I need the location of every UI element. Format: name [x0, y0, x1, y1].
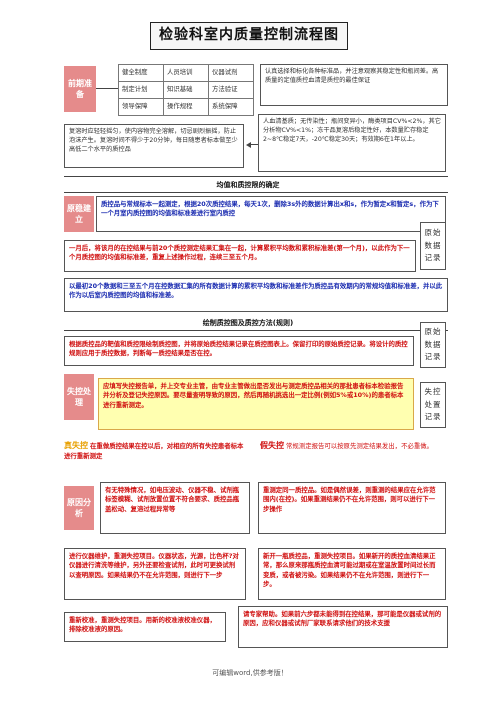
- connector-line: [250, 144, 258, 145]
- prep-grid-cell: 方法验证: [208, 81, 254, 99]
- divider: [64, 330, 448, 331]
- step3-left-box: 进行仪器维护，重测失控项目。仪器状态，光源，比色杯?对仪器进行清洗等维护，另外还…: [64, 548, 246, 600]
- true-out-of-control: 真失控 在重做质控结果在控以后，对相应的所有失控患者标本进行重新测定: [64, 440, 244, 476]
- step3-left-text: 进行仪器维护，重测失控项目。仪器状态，光源，比色杯?对仪器进行清洗等维护，另外还…: [69, 552, 239, 579]
- prep-right-text: 认真选择和标化各种标准品，并注意观察其稳定性和瓶间差。高质量的定值质控血清是质控…: [260, 64, 448, 106]
- section2-box: 根据质控品的靶值和质控限绘制质控图，并将原始质控结果记录在质控图表上。保留打印的…: [64, 336, 414, 366]
- false-oc-text: 常规测定报告可以按原先测定结果发出，不必重做。: [286, 442, 434, 450]
- prep-grid-cell: 健全制度: [118, 64, 164, 82]
- cumulative-box: 以最初20个数据和三至五个月在控数据汇集的所有数据计算的累积平均数和标准差作为质…: [64, 278, 448, 312]
- out-of-control-tag: 失控处理: [64, 374, 94, 420]
- prep-grid-cell: 人员培训: [163, 64, 209, 82]
- arrow-left-icon: [246, 142, 251, 148]
- out-of-control-box: 应填写失控报告单，并上交专业主管，由专业主管做出是否发出与测定质控品相关的那批患…: [98, 378, 414, 430]
- analysis-right-text: 重测定同一质控品。如是偶然误差，则重测的结果应在允许范围内(在控)。如果重测结果…: [263, 486, 436, 513]
- page-title: 检验科室内质量控制流程图: [150, 22, 348, 50]
- footer-note: 可编辑word,供参考版！: [212, 669, 288, 677]
- prep-grid-cell: 操作规程: [163, 98, 209, 116]
- out-of-control-text: 应填写失控报告单，并上交专业主管，由专业主管做出是否发出与测定质控品相关的那批患…: [103, 382, 404, 409]
- step3-right-box: 新开一瓶质控品，重测失控项目。如果新开的质控血清结果正常，那么原来那瓶质控血清可…: [258, 548, 446, 600]
- section1-box: 质控品与常规标本一起测定，根据20次质控结果，每天1次，删除3s外的数据计算出x…: [96, 196, 446, 232]
- true-oc-text: 在重做质控结果在控以后，对相应的所有失控患者标本进行重新测定: [64, 442, 244, 460]
- step4-left-text: 重新校准，重测失控项目。用新的校准液校准仪器，排除校准液的原因。: [69, 616, 216, 634]
- section1-heading: 均值和质控限的确定: [216, 181, 280, 189]
- step4-left-box: 重新校准，重测失控项目。用新的校准液校准仪器，排除校准液的原因。: [64, 612, 226, 642]
- step4-right-text: 请专家帮助。如果前六步都未能得到在控结果，那可能是仪器或试剂的原因，应和仪器或试…: [243, 610, 442, 628]
- analysis-left-box: 有无特殊情况，如电压波动、仪器不稳、试剂瓶标签模糊、试剂放置位置不符合要求、质控…: [100, 482, 250, 534]
- divider: [64, 192, 448, 193]
- divider: [64, 176, 448, 177]
- false-oc-label: 假失控: [260, 441, 284, 450]
- section2-text: 根据质控品的靶值和质控限绘制质控图，并将原始质控结果记录在质控图表上。保留打印的…: [69, 340, 408, 358]
- month-box: 一月后，将该月的在控结果与前20个质控测定结果汇集在一起，计算累积平均数和累积标…: [64, 240, 416, 272]
- step4-right-box: 请专家帮助。如果前六步都未能得到在控结果，那可能是仪器或试剂的原因，应和仪器或试…: [238, 606, 448, 648]
- section1-tag: 原稳建立: [64, 196, 94, 232]
- prep-grid: 健全制度人员培训仪器试剂制定计划知识基础方法验证领导保障操作规程系统保障: [118, 64, 254, 116]
- analysis-left-text: 有无特殊情况，如电压波动、仪器不稳、试剂瓶标签模糊、试剂放置位置不符合要求、质控…: [105, 486, 240, 513]
- side-label-oc-record: 失控处置记录: [420, 382, 446, 428]
- connector-line: [96, 88, 118, 89]
- month-text: 一月后，将该月的在控结果与前20个质控测定结果汇集在一起，计算累积平均数和累积标…: [69, 244, 410, 262]
- prep-grid-cell: 系统保障: [208, 98, 254, 116]
- prep-grid-cell: 领导保障: [118, 98, 164, 116]
- false-out-of-control: 假失控 常规测定报告可以按原先测定结果发出，不必重做。: [260, 440, 446, 476]
- analysis-right-box: 重测定同一质控品。如是偶然误差，则重测的结果应在允许范围内(在控)。如果重测结果…: [258, 482, 446, 534]
- step3-right-text: 新开一瓶质控品，重测失控项目。如果新开的质控血清结果正常，那么原来那瓶质控血清可…: [263, 552, 436, 588]
- true-oc-label: 真失控: [64, 441, 88, 450]
- prep-right-note: 人血清基质；无传染性；瓶间变异小，酶类项目CV%<2%，其它分析物CV%<1%；…: [258, 114, 446, 172]
- prep-grid-cell: 知识基础: [163, 81, 209, 99]
- section2-heading: 绘制质控图及质控方法(规则): [202, 319, 294, 327]
- cumulative-text: 以最初20个数据和三至五个月在控数据汇集的所有数据计算的累积平均数和标准差作为质…: [69, 282, 443, 300]
- prep-grid-cell: 制定计划: [118, 81, 164, 99]
- section1-text: 质控品与常规标本一起测定，根据20次质控结果，每天1次，删除3s外的数据计算出x…: [101, 200, 439, 218]
- side-label-raw-data-1: 原始数据记录: [420, 222, 446, 270]
- prep-grid-cell: 仪器试剂: [208, 64, 254, 82]
- prep-grid-table: 健全制度人员培训仪器试剂制定计划知识基础方法验证领导保障操作规程系统保障: [118, 64, 254, 116]
- analysis-tag: 原因分析: [64, 486, 94, 530]
- side-label-raw-data-2: 原始数据记录: [420, 322, 446, 368]
- prep-left-note: 复溶时应轻轻摇匀，使内容物完全溶解，切忌剧烈振摇，防止泡沫产生。复溶时间不得少于…: [64, 124, 244, 168]
- prep-tag: 前期准备: [64, 66, 96, 112]
